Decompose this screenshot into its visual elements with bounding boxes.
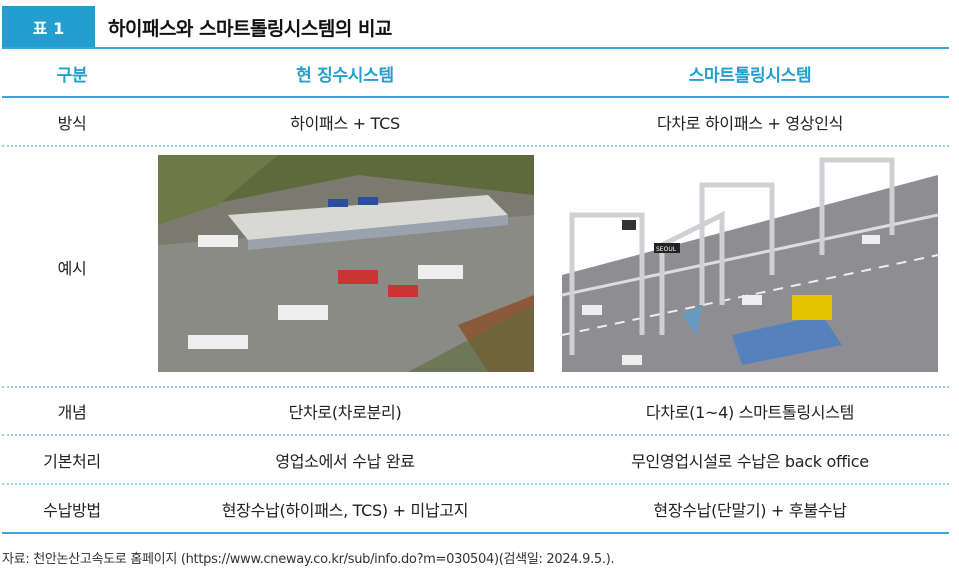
- divider: [2, 434, 949, 436]
- header-current-system: 현 징수시스템: [296, 65, 394, 86]
- row-label-method: 방식: [57, 113, 87, 133]
- smart-processing: 무인영업시설로 수납은 back office: [631, 451, 869, 471]
- divider: [2, 145, 949, 147]
- divider: [2, 483, 949, 485]
- row-label-concept: 개념: [57, 403, 87, 422]
- current-concept: 단차로(차로분리): [288, 403, 402, 422]
- divider: [2, 386, 949, 388]
- smart-payment: 현장수납(단말기) + 후불수납: [653, 500, 847, 520]
- table-title: 하이패스와 스마트톨링시스템의 비교: [108, 17, 392, 40]
- current-processing: 영업소에서 수납 완료: [275, 451, 415, 471]
- current-payment: 현장수납(하이패스, TCS) + 미납고지: [221, 500, 469, 520]
- divider: [2, 47, 949, 49]
- header-category: 구분: [56, 65, 88, 86]
- row-label-payment: 수납방법: [43, 500, 101, 520]
- current-method: 하이패스 + TCS: [290, 113, 400, 133]
- smart-concept: 다차로(1~4) 스마트톨링시스템: [645, 403, 855, 422]
- header-smart-tolling: 스마트톨링시스템: [688, 65, 812, 86]
- row-label-example: 예시: [57, 258, 87, 278]
- road-sign-text: SEOUL: [656, 246, 677, 253]
- row-label-processing: 기본처리: [43, 451, 101, 471]
- divider: [2, 532, 949, 534]
- divider: [2, 96, 949, 98]
- smart-tolling-illustration: SEOUL: [562, 155, 938, 372]
- source-note: 자료: 천안논산고속도로 홈페이지 (https://www.cneway.co…: [2, 552, 615, 567]
- tollgate-photo: [158, 155, 534, 372]
- smart-method: 다차로 하이패스 + 영상인식: [656, 113, 844, 133]
- table-number-badge: 표 1: [2, 6, 95, 48]
